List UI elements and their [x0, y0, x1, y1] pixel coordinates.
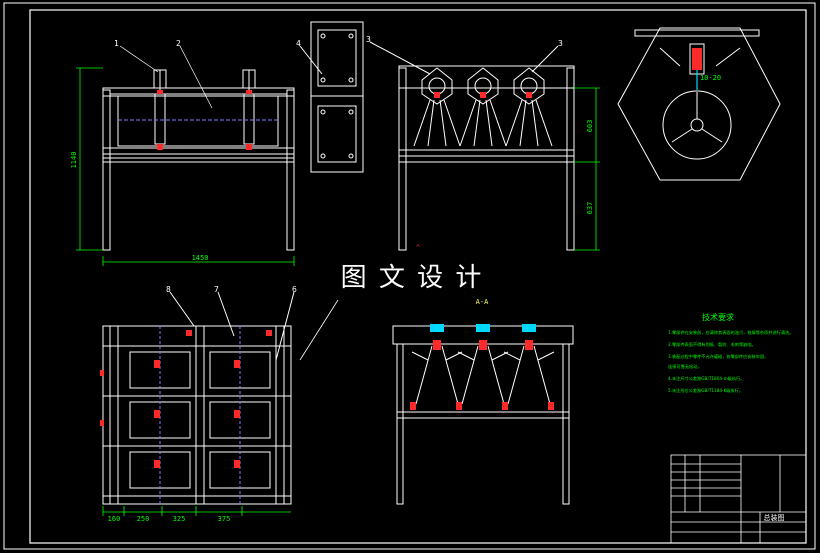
sheet-outer-border [3, 2, 816, 550]
gripper-1 [413, 67, 461, 147]
note-line-5: 4.未注尺寸公差按GB/T1804-m级执行。 [668, 375, 744, 382]
hex-detail [617, 27, 781, 181]
front-dimensions [76, 67, 295, 266]
note-line-2: 2.零部件表面不得有划痕、裂纹、毛刺等缺陷。 [668, 341, 756, 348]
plan-dimensions [102, 506, 291, 516]
plan-view [102, 291, 295, 505]
section-gripper-1 [411, 345, 463, 405]
front-cylinder-right [243, 93, 255, 145]
side-view-accents [434, 92, 532, 98]
note-line-4: 连接可靠无松动。 [668, 363, 702, 370]
title-block [670, 454, 807, 544]
dim-front-height: 1140 [70, 152, 78, 169]
note-line-6: 5.未注形位公差按GB/T1184-K级执行。 [668, 387, 743, 394]
front-right-post [286, 89, 295, 251]
label-6: 6 [292, 285, 297, 294]
note-line-1: 1.零部件在安装前，应清除其表面的油污，铁屑等杂质并进行清洗。 [668, 329, 793, 336]
dim-side-upper: 603 [586, 120, 594, 133]
hex-accent [692, 48, 702, 70]
note-line-3: 3.装配过程中零件不允许磕碰，各零部件应安装牢固， [668, 353, 768, 360]
dim-plan-3: 325 [173, 515, 186, 523]
label-3a: 3 [366, 35, 371, 44]
label-8: 8 [166, 285, 171, 294]
front-accents [157, 90, 252, 150]
label-2: 2 [176, 39, 181, 48]
watermark: 图 文 设 计 [341, 263, 484, 293]
notes-title: 技术要求 [702, 312, 734, 322]
section-label: A-A [476, 298, 489, 306]
front-panel [117, 95, 279, 147]
dim-plan-4: 375 [218, 515, 231, 523]
dim-plan-2: 250 [137, 515, 150, 523]
side-view [369, 41, 575, 251]
section-gripper-3 [503, 345, 555, 405]
label-3b: 3 [558, 39, 563, 48]
section-highlights [410, 324, 554, 410]
label-1: 1 [114, 39, 119, 48]
section-marker: ^ [416, 244, 420, 252]
front-view [102, 69, 295, 251]
gripper-2 [459, 67, 507, 147]
section-view [392, 325, 574, 505]
title-block-name: 总装图 [764, 513, 785, 522]
front-cylinder-left [154, 93, 166, 145]
label-7: 7 [214, 285, 219, 294]
label-4: 4 [296, 39, 301, 48]
side-dimensions [574, 87, 600, 251]
plan-accents [100, 330, 272, 468]
section-gripper-2 [457, 345, 509, 405]
side-part-view [299, 21, 364, 173]
dim-front-width: 1450 [192, 254, 209, 262]
front-left-post [102, 89, 111, 251]
dim-detail-gap: 10-20 [700, 74, 721, 82]
gripper-3 [505, 67, 553, 147]
dim-side-lower: 637 [586, 202, 594, 215]
sheet-inner-border [29, 9, 807, 544]
dim-plan-1: 160 [108, 515, 121, 523]
